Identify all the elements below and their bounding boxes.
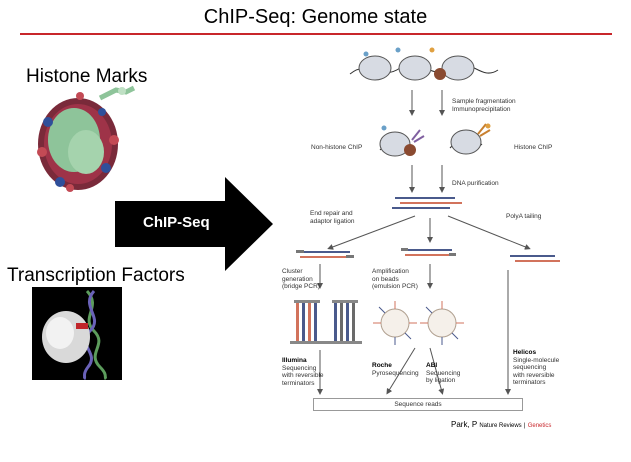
helicos-label: Helicos Single-molecule sequencing with … [513, 349, 559, 387]
fragmentation-line-1: Sample fragmentation [452, 98, 516, 105]
polya-tailing-label: PolyA tailing [506, 213, 542, 220]
end-repair-line-1: End repair and [310, 210, 353, 217]
arrow-roche-down [386, 347, 416, 395]
abi-label: ABI Sequencing by ligation [426, 362, 460, 385]
illumina-desc-2: with reversible [282, 372, 324, 379]
abi-name: ABI [426, 362, 438, 369]
abi-desc-1: Sequencing [426, 369, 461, 377]
protein-surface [42, 311, 90, 363]
citation-journal: Nature Reviews [479, 423, 522, 429]
end-repair-line-2: adaptor ligation [310, 217, 355, 225]
arrow-to-end-repair [327, 215, 416, 250]
illumina-desc-1: Sequencing [282, 364, 317, 372]
end-repair-label: End repair and adaptor ligation [310, 210, 354, 225]
amplification-label: Amplification on beads (emulsion PCR) [372, 268, 418, 291]
illumina-desc-3: terminators [282, 379, 315, 387]
sequence-reads-box: Sequence reads [313, 398, 523, 411]
nucleosome-structure-image [37, 85, 136, 192]
helicos-name: Helicos [513, 349, 537, 356]
cluster-generation-label: Cluster generation (bridge PCR) [282, 268, 320, 291]
cluster-line-3: (bridge PCR) [282, 283, 320, 290]
chip-seq-big-arrow [115, 177, 273, 271]
adaptor-ligated-fragments-left [296, 250, 354, 258]
helicos-desc-2: sequencing [513, 364, 547, 371]
transcription-factors-label: Transcription Factors [7, 265, 185, 286]
polya-fragments-right [510, 255, 560, 262]
slide-title: ChIP-Seq: Genome state [203, 6, 428, 28]
fragmentation-line-2: Immunoprecipitation [452, 105, 511, 113]
helicos-desc-3: with reversible [513, 371, 555, 379]
title-divider [20, 33, 612, 35]
illumina-label: Illumina Sequencing with reversible term… [282, 357, 324, 387]
illumina-name: Illumina [282, 357, 307, 364]
adaptor-ligated-fragments-center [401, 248, 456, 256]
tf-dna-structure-image [32, 287, 122, 380]
chip-seq-arrow-label: ChIP-Seq [143, 214, 210, 231]
roche-label: Roche Pyrosequencing [372, 362, 419, 377]
cluster-line-1: Cluster [282, 268, 303, 275]
histone-marks-label: Histone Marks [26, 66, 148, 87]
chromatin-nonhistone [379, 125, 425, 157]
helicos-desc-1: Single-molecule [513, 356, 560, 364]
citation: Park, P Nature Reviews | Genetics [451, 420, 551, 429]
cluster-line-2: generation [282, 275, 313, 283]
purified-dna-fragments [392, 197, 462, 209]
citation-section: Genetics [527, 423, 552, 429]
chip-seq-workflow-diagram [290, 47, 560, 395]
histone-chip-label: Histone ChIP [514, 144, 553, 151]
citation-author: Park, P [451, 420, 478, 429]
amplification-line-2: on beads [372, 275, 399, 283]
arrow-abi-down [429, 347, 445, 395]
amplification-line-3: (emulsion PCR) [372, 283, 418, 290]
fragmentation-label: Sample fragmentation Immunoprecipitation [452, 98, 516, 113]
nucleosome-molecule [37, 85, 136, 192]
chromatin-histone [449, 123, 491, 155]
citation-separator: | [523, 423, 526, 429]
arrow-to-polya [447, 215, 531, 250]
abi-desc-2: by ligation [426, 377, 456, 384]
roche-name: Roche [372, 362, 392, 369]
chromatin-top [349, 47, 499, 81]
helicos-desc-4: terminators [513, 379, 546, 386]
amplification-line-1: Amplification [372, 268, 409, 275]
roche-desc-1: Pyrosequencing [372, 369, 419, 377]
non-histone-chip-label: Non-histone ChIP [311, 144, 363, 151]
emulsion-beads [373, 301, 464, 345]
dna-purification-label: DNA purification [452, 180, 499, 187]
bridge-pcr-clusters [290, 300, 362, 344]
